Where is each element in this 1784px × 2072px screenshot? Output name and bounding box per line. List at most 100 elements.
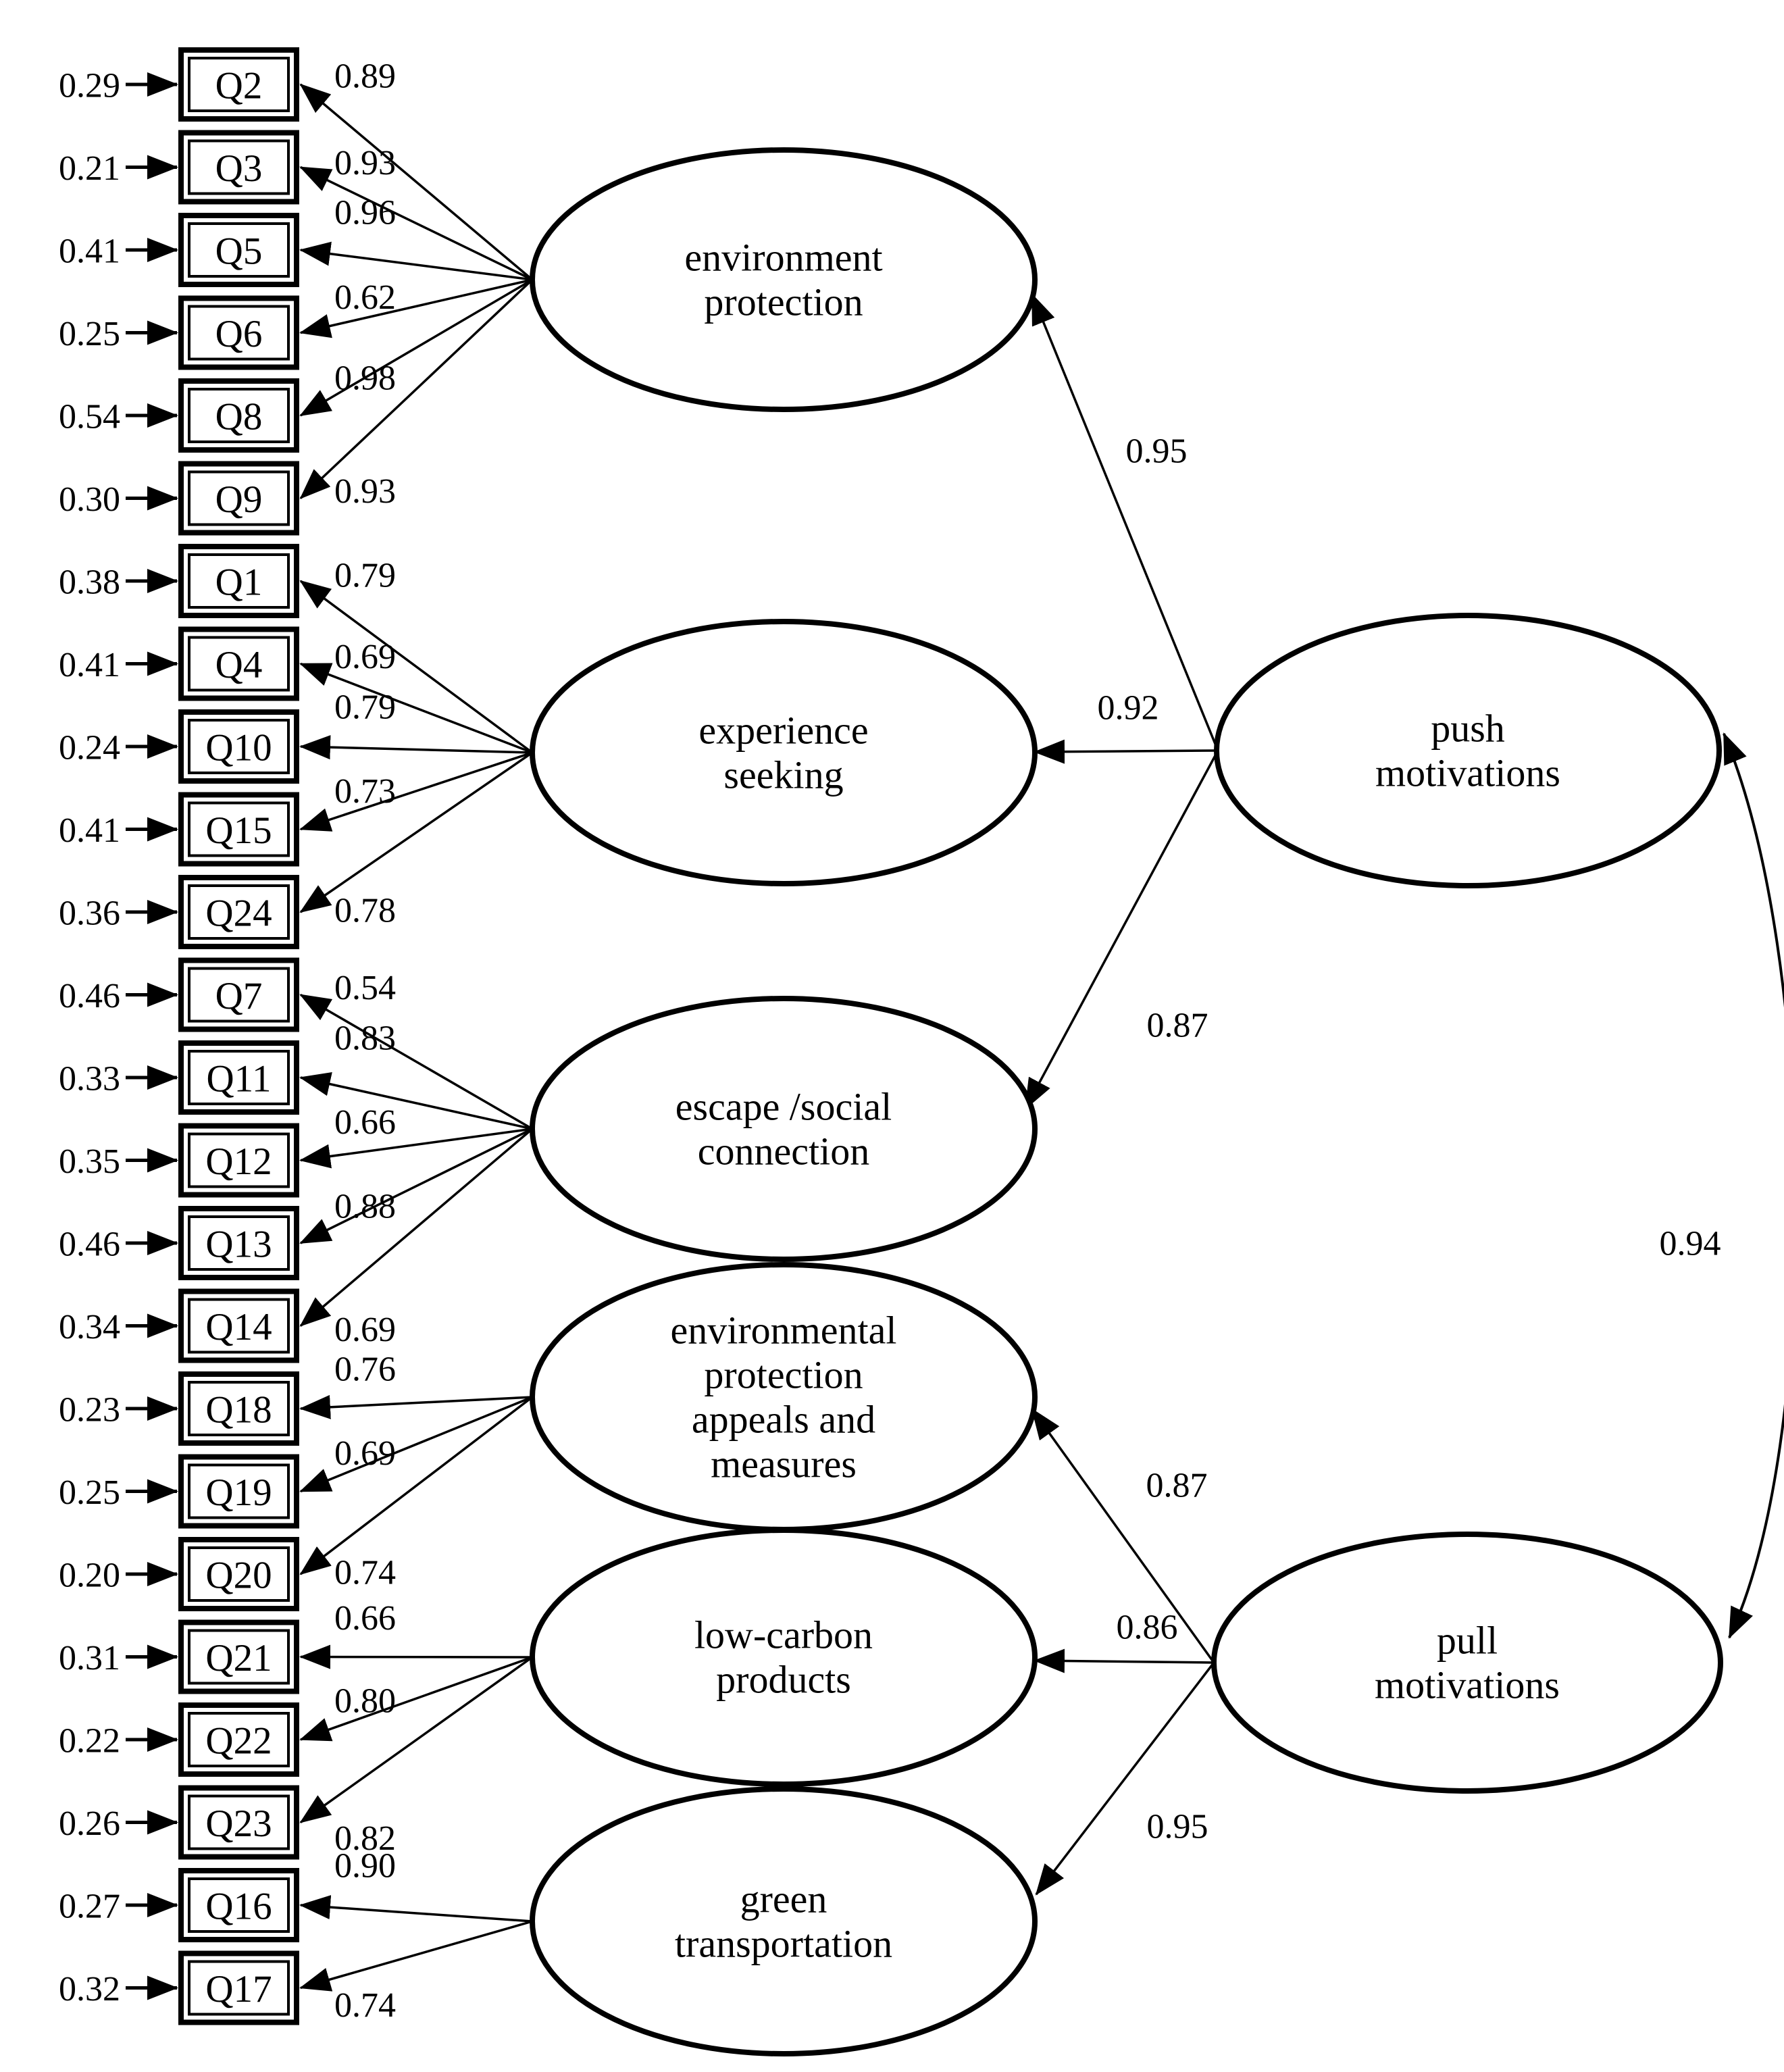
factor-label-line: transportation bbox=[675, 1922, 892, 1966]
indicator-box-inner-q6 bbox=[188, 305, 290, 361]
indicator-box-inner-q9 bbox=[188, 470, 290, 526]
error-value-q6: 0.25 bbox=[59, 315, 120, 353]
path-coefficient: 0.95 bbox=[1126, 432, 1188, 471]
indicator-label-q5: Q5 bbox=[215, 230, 263, 273]
loading-value-q10: 0.79 bbox=[334, 688, 396, 727]
indicator-box-inner-q20 bbox=[188, 1546, 290, 1602]
indicator-box-inner-q4 bbox=[188, 636, 290, 692]
error-value-q24: 0.36 bbox=[59, 894, 120, 933]
loading-arrow-escape-social-connection-to-q7 bbox=[299, 993, 533, 1130]
loading-arrow-experience-seeking-to-q24 bbox=[299, 751, 533, 913]
covariance-value: 0.94 bbox=[1660, 1225, 1721, 1263]
loading-value-q12: 0.66 bbox=[334, 1103, 396, 1142]
factor-ellipse-environment-protection bbox=[530, 147, 1038, 412]
path-coefficient: 0.95 bbox=[1147, 1808, 1208, 1846]
loading-value-q20: 0.74 bbox=[334, 1554, 396, 1592]
indicator-label-q3: Q3 bbox=[215, 147, 263, 190]
error-value-q11: 0.33 bbox=[59, 1060, 120, 1098]
indicator-box-inner-q17 bbox=[188, 1960, 290, 2016]
loading-value-q6: 0.62 bbox=[334, 278, 396, 317]
loading-value-q16: 0.90 bbox=[334, 1847, 396, 1886]
higher-factor-ellipse-push-motivations bbox=[1214, 613, 1722, 888]
indicator-label-q8: Q8 bbox=[215, 396, 263, 438]
loading-arrow-environment-protection-to-q8 bbox=[299, 278, 533, 417]
factor-ellipse-low-carbon-products bbox=[530, 1527, 1038, 1787]
indicator-label-q11: Q11 bbox=[206, 1058, 271, 1101]
indicator-label-q13: Q13 bbox=[205, 1223, 272, 1266]
loading-arrow-environment-protection-to-q6 bbox=[299, 278, 533, 338]
error-value-q2: 0.29 bbox=[59, 67, 120, 105]
factor-label-line: appeals and bbox=[692, 1398, 875, 1442]
indicator-label-q22: Q22 bbox=[205, 1720, 272, 1763]
indicator-label-q9: Q9 bbox=[215, 478, 263, 521]
loading-value-q24: 0.78 bbox=[334, 892, 396, 930]
error-value-q9: 0.30 bbox=[59, 480, 120, 519]
loading-arrow-green-transportation-to-q17 bbox=[299, 1920, 533, 1992]
higher-factor-label-line: motivations bbox=[1375, 751, 1560, 795]
indicator-label-q10: Q10 bbox=[205, 727, 272, 769]
indicator-box-q6 bbox=[178, 295, 299, 370]
indicator-box-q22 bbox=[178, 1702, 299, 1777]
indicator-box-q10 bbox=[178, 709, 299, 784]
indicator-label-q24: Q24 bbox=[205, 892, 272, 935]
indicator-label-q6: Q6 bbox=[215, 313, 263, 355]
loading-value-q15: 0.73 bbox=[334, 772, 396, 811]
error-value-q12: 0.35 bbox=[59, 1142, 120, 1181]
error-value-q23: 0.26 bbox=[59, 1804, 120, 1843]
indicator-label-q20: Q20 bbox=[205, 1555, 272, 1597]
indicator-box-inner-q18 bbox=[188, 1381, 290, 1436]
indicator-box-q15 bbox=[178, 792, 299, 867]
indicator-box-q14 bbox=[178, 1288, 299, 1363]
loading-arrow-environmental-protection-appeals-and-measures-to-q19 bbox=[299, 1396, 533, 1493]
loading-value-q2: 0.89 bbox=[334, 57, 396, 96]
error-value-q22: 0.22 bbox=[59, 1722, 120, 1761]
loading-arrow-environment-protection-to-q2 bbox=[299, 83, 534, 281]
loading-arrow-escape-social-connection-to-q13 bbox=[299, 1128, 533, 1244]
path-arrow-push-motivations-to-environment-protection bbox=[1031, 293, 1219, 751]
indicator-label-q4: Q4 bbox=[215, 644, 263, 686]
indicator-box-inner-q13 bbox=[188, 1215, 290, 1271]
indicator-label-q19: Q19 bbox=[205, 1471, 272, 1514]
indicator-box-inner-q11 bbox=[188, 1050, 290, 1105]
indicator-label-q2: Q2 bbox=[215, 65, 263, 107]
factor-ellipse-escape-social-connection bbox=[530, 996, 1038, 1262]
factor-label-line: environment bbox=[684, 236, 882, 280]
loading-arrow-experience-seeking-to-q10 bbox=[299, 735, 533, 760]
loading-value-q4: 0.69 bbox=[334, 638, 396, 676]
indicator-label-q12: Q12 bbox=[205, 1140, 272, 1183]
error-value-q15: 0.41 bbox=[59, 811, 120, 850]
error-value-q18: 0.23 bbox=[59, 1391, 120, 1430]
higher-factor-label-line: motivations bbox=[1375, 1663, 1560, 1707]
factor-label-line: connection bbox=[698, 1130, 869, 1173]
path-arrow-pull-motivations-to-environmental-protection-appeals-and-measures bbox=[1031, 1408, 1215, 1664]
loading-value-q3: 0.93 bbox=[334, 144, 396, 182]
loading-arrow-experience-seeking-to-q4 bbox=[299, 662, 533, 754]
indicator-box-q17 bbox=[178, 1950, 299, 2025]
error-value-q17: 0.32 bbox=[59, 1970, 120, 2008]
error-value-q1: 0.38 bbox=[59, 563, 120, 602]
indicator-box-inner-q24 bbox=[188, 884, 290, 940]
error-value-q5: 0.41 bbox=[59, 232, 120, 271]
factor-label-line: measures bbox=[711, 1442, 857, 1486]
higher-factor-ellipse-pull-motivations bbox=[1211, 1532, 1723, 1794]
loading-arrow-environment-protection-to-q9 bbox=[299, 278, 534, 499]
loading-arrow-experience-seeking-to-q15 bbox=[299, 751, 533, 832]
indicator-box-q9 bbox=[178, 461, 299, 536]
loading-value-q13: 0.88 bbox=[334, 1188, 396, 1226]
indicator-box-inner-q14 bbox=[188, 1298, 290, 1354]
indicator-box-q7 bbox=[178, 957, 299, 1032]
indicator-box-q11 bbox=[178, 1040, 299, 1115]
indicator-box-inner-q16 bbox=[188, 1877, 290, 1933]
path-coefficient: 0.92 bbox=[1098, 689, 1159, 728]
indicator-box-q20 bbox=[178, 1537, 299, 1611]
indicator-box-q5 bbox=[178, 213, 299, 287]
loading-arrow-low-carbon-products-to-q23 bbox=[299, 1656, 534, 1823]
loading-value-q14: 0.69 bbox=[334, 1311, 396, 1349]
indicator-box-inner-q23 bbox=[188, 1794, 290, 1850]
